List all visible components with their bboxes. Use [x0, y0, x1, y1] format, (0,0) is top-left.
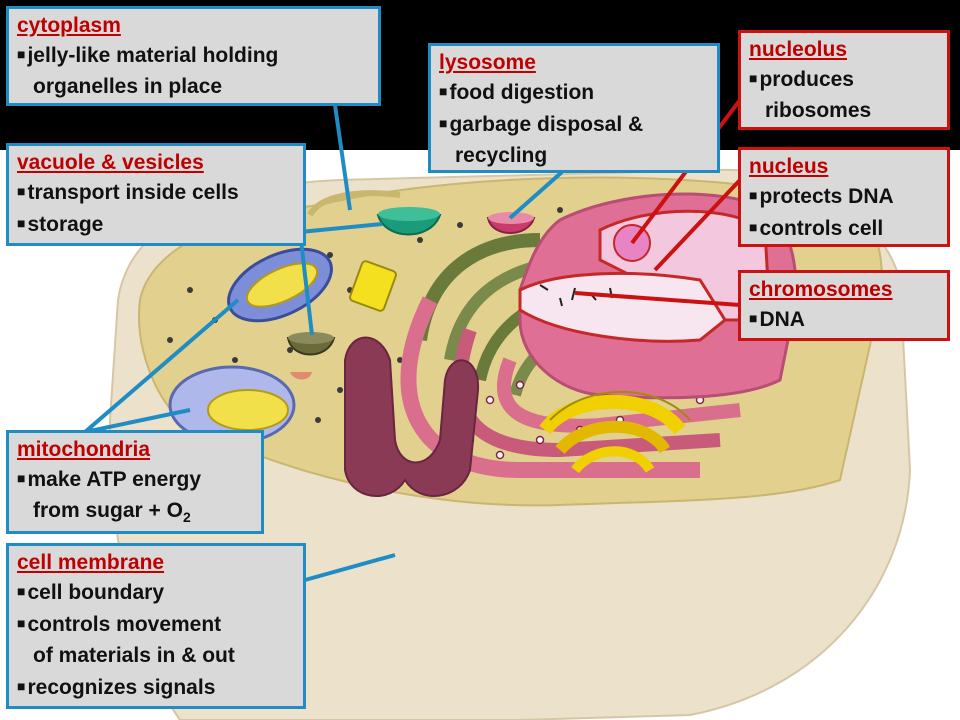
- lysosome-leader: [508, 170, 564, 220]
- label-lysosome: lysosome ■food digestion ■garbage dispos…: [428, 43, 720, 173]
- membrane-title: cell membrane: [17, 551, 165, 574]
- mitochondria-title: mitochondria: [17, 438, 151, 461]
- nucleoplasm-cut: [518, 271, 727, 343]
- mito-leader-a: [83, 298, 240, 434]
- small-vesicle: [290, 372, 312, 380]
- membrane-line-1: ■cell boundary: [17, 581, 164, 604]
- chromosomes-line-1: ■DNA: [749, 308, 805, 331]
- cytoplasm-rim: [307, 190, 401, 217]
- vacuole-line-2: ■storage: [17, 213, 104, 236]
- chromosome-leader: [574, 291, 741, 307]
- nucleus-leader: [653, 178, 742, 272]
- label-vacuole-vesicles: vacuole & vesicles ■transport inside cel…: [6, 143, 306, 246]
- nucleolus-line-2: ribosomes: [765, 99, 872, 122]
- label-nucleolus: nucleolus ■produces ribosomes: [738, 30, 950, 130]
- mitochondrion-lower: [168, 365, 296, 445]
- label-cytoplasm: cytoplasm ■jelly-like material holding o…: [6, 6, 381, 106]
- cytoplasm-leader: [333, 104, 352, 211]
- chromosomes-title: chromosomes: [749, 278, 893, 301]
- lysosome-title: lysosome: [439, 51, 536, 74]
- lysosome-line-3: recycling: [455, 144, 548, 167]
- o2-subscript: 2: [182, 509, 191, 525]
- vesicle-leader: [298, 231, 314, 336]
- vacuole-title: vacuole & vesicles: [17, 151, 204, 174]
- nucleus-title: nucleus: [749, 155, 829, 178]
- mitochondria-line-2: from sugar + O2: [33, 499, 191, 525]
- label-cell-membrane: cell membrane ■cell boundary ■controls m…: [6, 543, 306, 709]
- membrane-line-2: ■controls movement: [17, 613, 222, 636]
- nucleolus-line-1: ■produces: [749, 68, 854, 91]
- lysosome-line-1: ■food digestion: [439, 81, 595, 104]
- golgi-apparatus: [539, 390, 691, 474]
- mito-leader-b: [84, 408, 191, 434]
- mitochondria-line-1: ■make ATP energy: [17, 468, 201, 491]
- membrane-line-4: ■recognizes signals: [17, 676, 216, 699]
- cytoplasm-line-2: organelles in place: [33, 75, 223, 98]
- nucleus-line-1: ■protects DNA: [749, 185, 894, 208]
- lysosome-line-2: ■garbage disposal &: [439, 113, 644, 136]
- vacuole-line-1: ■transport inside cells: [17, 181, 239, 204]
- nucleus-line-2: ■controls cell: [749, 217, 884, 240]
- membrane-line-3: of materials in & out: [33, 644, 235, 667]
- nucleolus-title: nucleolus: [749, 38, 848, 61]
- centriole: [349, 260, 397, 312]
- label-mitochondria: mitochondria ■make ATP energy from sugar…: [6, 430, 264, 534]
- label-nucleus: nucleus ■protects DNA ■controls cell: [738, 147, 950, 247]
- label-chromosomes: chromosomes ■DNA: [738, 270, 950, 341]
- smooth-er: [344, 336, 480, 497]
- vacuole-leader: [299, 222, 383, 234]
- membrane-leader: [304, 553, 396, 582]
- cytoplasm-title: cytoplasm: [17, 14, 121, 37]
- cytoplasm-line-1: ■jelly-like material holding: [17, 44, 279, 67]
